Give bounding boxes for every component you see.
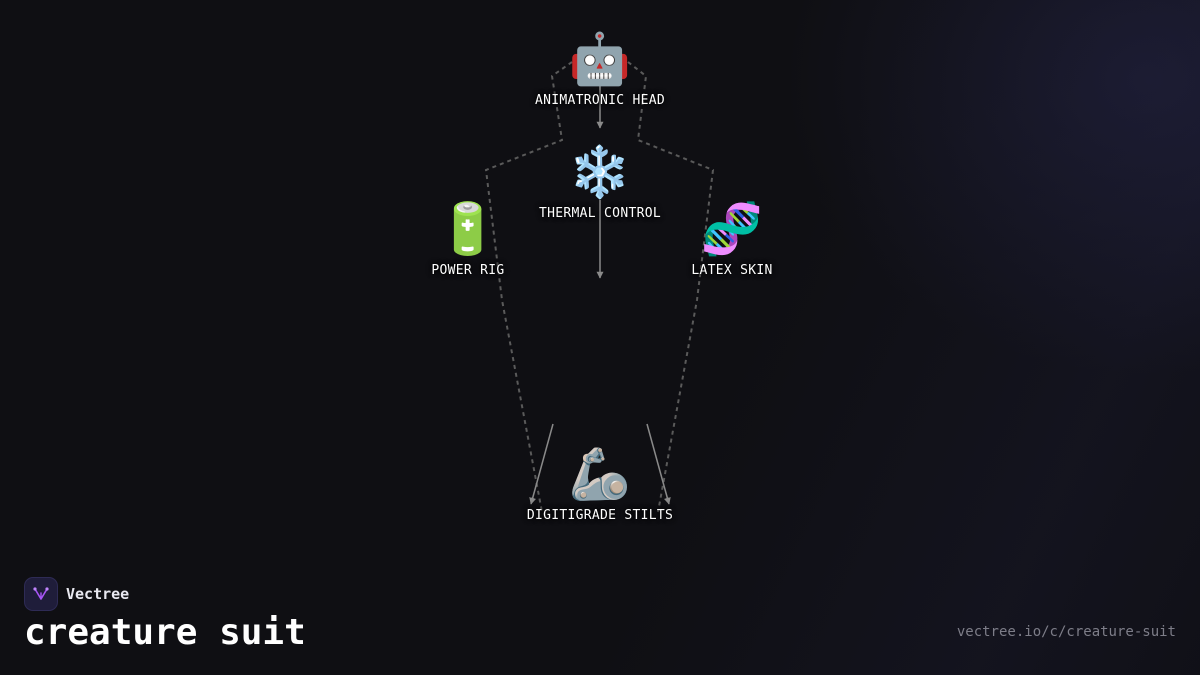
robot-icon: 🤖 (568, 30, 632, 88)
vectree-logo-icon (24, 577, 58, 611)
node-thermal-control[interactable]: ❄️ THERMAL CONTROL (490, 144, 710, 221)
edge-power-to-stilts (529, 423, 554, 505)
node-animatronic-head[interactable]: 🤖 ANIMATRONIC HEAD (490, 31, 710, 108)
node-power-rig[interactable]: 🔋 POWER RIG (358, 201, 578, 278)
node-latex-skin[interactable]: 🧬 LATEX SKIN (622, 201, 842, 278)
battery-icon: 🔋 (436, 200, 500, 258)
node-label: POWER RIG (431, 263, 505, 278)
brand[interactable]: Vectree (24, 577, 129, 611)
brand-name: Vectree (66, 585, 130, 603)
edge-head-to-power (484, 61, 573, 513)
edge-head-to-skin (627, 61, 715, 513)
node-label: ANIMATRONIC HEAD (534, 93, 666, 108)
node-label: THERMAL CONTROL (539, 206, 661, 221)
page-title: creature suit (24, 612, 306, 653)
page-url[interactable]: vectree.io/c/creature-suit (956, 624, 1176, 640)
snowflake-icon: ❄️ (568, 143, 632, 201)
mechanical-arm-icon: 🦾 (568, 445, 632, 503)
edge-skin-to-stilts (646, 423, 671, 505)
node-label: LATEX SKIN (691, 263, 773, 278)
dna-icon: 🧬 (700, 200, 764, 258)
node-digitigrade-stilts[interactable]: 🦾 DIGITIGRADE STILTS (490, 446, 710, 523)
node-label: DIGITIGRADE STILTS (526, 508, 674, 523)
